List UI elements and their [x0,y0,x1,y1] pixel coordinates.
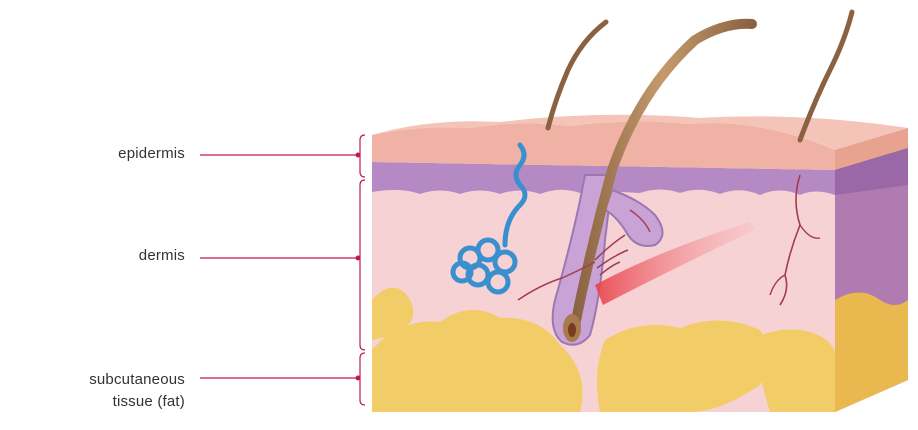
label-connectors [200,135,365,405]
dermis-bracket [360,180,365,350]
label-subcutaneous-tissue: subcutaneous tissue (fat) [89,369,185,413]
epidermis-bracket [360,135,365,177]
hair-papilla [568,323,576,337]
side-face-fat [835,293,908,413]
subcutaneous-bracket [360,353,365,405]
label-dermis: dermis [139,247,185,264]
label-subcutaneous-line2: tissue (fat) [89,391,185,413]
hair-shaft [548,22,606,128]
label-epidermis: epidermis [118,145,185,162]
label-subcutaneous-line1: subcutaneous [89,369,185,391]
skin-surface [372,121,835,170]
